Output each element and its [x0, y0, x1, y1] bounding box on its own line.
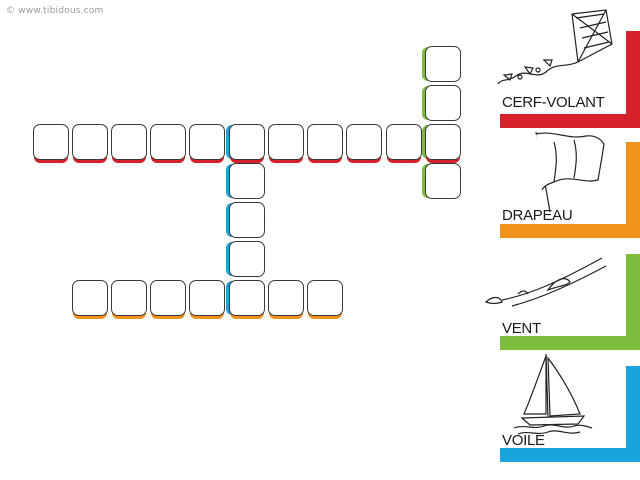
cell-cerf-volant-10[interactable] — [386, 124, 422, 160]
cell-cerf-volant-2[interactable] — [72, 124, 108, 160]
cell-vent-1[interactable] — [425, 46, 461, 82]
cell-voile-2[interactable] — [229, 163, 265, 199]
cell-cerf-volant-11[interactable] — [425, 124, 461, 160]
cell-cerf-volant-3[interactable] — [111, 124, 147, 160]
flag-icon — [535, 131, 605, 213]
clue-vent: VENT — [484, 240, 640, 350]
kite-icon — [497, 9, 613, 85]
cell-cerf-volant-7[interactable] — [268, 124, 304, 160]
cell-cerf-volant-9[interactable] — [346, 124, 382, 160]
cell-drapeau-3[interactable] — [150, 280, 186, 316]
cell-drapeau-1[interactable] — [72, 280, 108, 316]
cell-cerf-volant-8[interactable] — [307, 124, 343, 160]
clue-bar-horizontal — [500, 114, 640, 128]
clue-word: VOILE — [502, 432, 545, 449]
clue-voile: VOILE — [498, 350, 640, 462]
cell-voile-4[interactable] — [229, 241, 265, 277]
clue-word: CERF-VOLANT — [502, 94, 605, 111]
sailboat-icon — [513, 353, 593, 435]
clue-bar-horizontal — [500, 448, 640, 462]
clue-bar-vertical — [626, 31, 640, 128]
clue-cerf-volant: CERF-VOLANT — [497, 6, 640, 128]
cell-voile-3[interactable] — [229, 202, 265, 238]
clue-bar-horizontal — [500, 336, 640, 350]
cell-drapeau-5[interactable] — [229, 280, 265, 316]
cell-drapeau-2[interactable] — [111, 280, 147, 316]
watermark: © www.tibidous.com — [6, 6, 104, 16]
cell-vent-4[interactable] — [425, 163, 461, 199]
cell-cerf-volant-5[interactable] — [189, 124, 225, 160]
clue-bar-horizontal — [500, 224, 640, 238]
clue-bar-vertical — [626, 254, 640, 350]
cell-cerf-volant-1[interactable] — [33, 124, 69, 160]
cell-vent-2[interactable] — [425, 85, 461, 121]
clue-word: DRAPEAU — [502, 207, 573, 224]
clue-bar-vertical — [626, 142, 640, 238]
cell-drapeau-4[interactable] — [189, 280, 225, 316]
clue-bar-vertical — [626, 366, 640, 462]
cell-cerf-volant-6[interactable] — [229, 124, 265, 160]
cell-drapeau-6[interactable] — [268, 280, 304, 316]
clue-word: VENT — [502, 320, 541, 337]
cell-drapeau-7[interactable] — [307, 280, 343, 316]
wind-icon — [484, 257, 607, 307]
clue-drapeau: DRAPEAU — [498, 128, 640, 238]
cell-cerf-volant-4[interactable] — [150, 124, 186, 160]
